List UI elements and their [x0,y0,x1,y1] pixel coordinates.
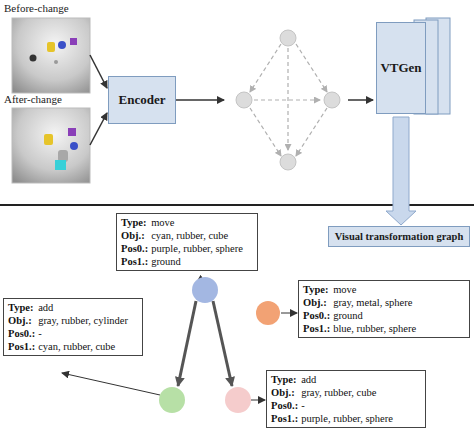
field-key: Obj.: [271,386,298,399]
leader-line [281,313,297,314]
flow-arrow [90,55,107,88]
scene-image [12,108,90,183]
field-key: Obj.: [121,229,148,242]
field-value: blue, rubber, sphere [333,322,465,335]
field-key: Type: [271,373,298,386]
block-arrow [386,117,416,225]
field-value: ground [151,255,253,268]
field-key: Pos1.: [271,412,298,425]
latent-graph [250,44,327,156]
field-key: Pos1.: [121,255,148,268]
scene-image [12,18,90,93]
field-key: Pos0.: [8,327,35,340]
field-key: Type: [121,216,148,229]
field-value: gray, metal, sphere [333,296,465,309]
output-box: Visual transformation graph [328,226,470,247]
field-value: cyan, rubber, cube [151,229,253,242]
graph-vertex [159,387,185,413]
field-value: gray, rubber, cylinder [38,314,138,327]
image-label: Before-change [4,2,69,14]
graph-edge [213,301,232,386]
field-value: purple, rubber, sphere [151,242,253,255]
attribute-box: Type:addObj.:gray, rubber, cylinderPos0.… [3,298,143,356]
field-value: add [38,301,138,314]
field-key: Type: [303,283,330,296]
field-key: Obj.: [303,296,330,309]
encoder-box: Encoder [108,76,176,124]
generator-block: VTGen [376,22,426,114]
image-label: After-change [4,93,62,105]
field-value: - [38,327,138,340]
node-label: VTGen [380,60,421,76]
graph-edge [178,301,196,386]
leader-line [251,400,265,401]
field-key: Type: [8,301,35,314]
flow-arrow [176,99,224,101]
field-key: Pos1.: [303,322,330,335]
attribute-box: Type:moveObj.:gray, metal, spherePos0.:g… [298,280,470,338]
field-value: move [333,283,465,296]
field-key: Pos0.: [271,399,298,412]
flow-arrow [90,113,107,145]
field-value: add [301,373,421,386]
field-value: cyan, rubber, cube [38,340,138,353]
field-key: Obj.: [8,314,35,327]
leader-line [62,373,160,395]
field-key: Pos0.: [121,242,148,255]
node-label: Encoder [119,92,166,108]
field-value: gray, rubber, cube [301,386,421,399]
field-value: ground [333,309,465,322]
flow-arrow [348,99,373,101]
graph-vertex [225,387,251,413]
field-value: move [151,216,253,229]
field-value: purple, rubber, sphere [301,412,421,425]
node-label: Visual transformation graph [335,231,464,242]
graph-vertex [256,301,280,325]
graph-vertex [236,30,340,170]
separator-line [0,204,474,206]
attribute-box: Type:moveObj.:cyan, rubber, cubePos0.:pu… [116,213,258,271]
field-key: Pos1.: [8,340,35,353]
attribute-box: Type:addObj.:gray, rubber, cubePos0.:-Po… [266,370,426,428]
field-value: - [301,399,421,412]
field-key: Pos0.: [303,309,330,322]
graph-vertex [192,277,218,303]
